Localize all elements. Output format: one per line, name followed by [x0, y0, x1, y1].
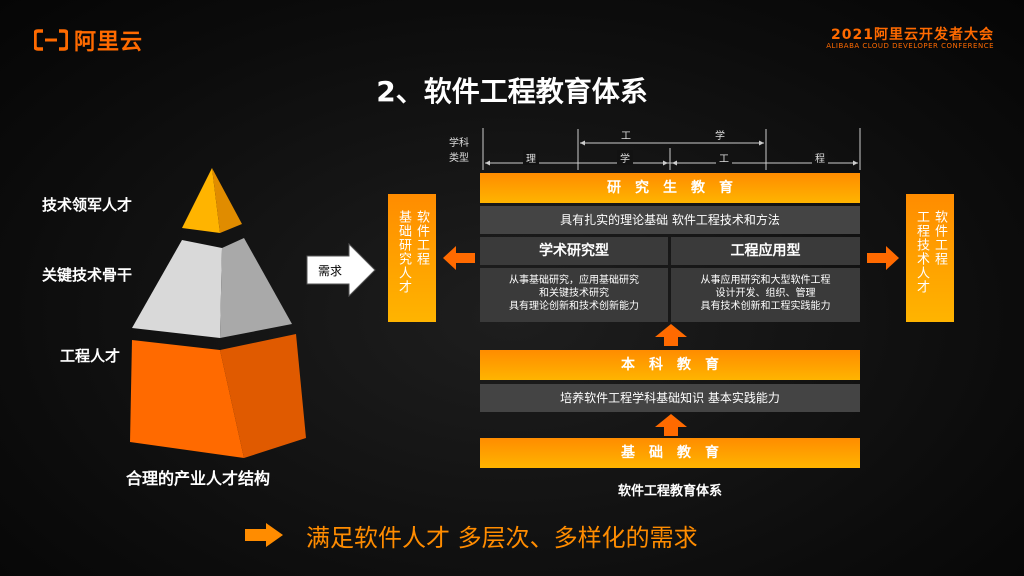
left-box-col2: 软件工程: [414, 210, 428, 322]
undergraduate-education-bar: 本 科 教 育: [480, 350, 860, 380]
applied-desc-line: 设计开发、组织、管理: [671, 287, 860, 300]
pyramid-caption: 合理的产业人才结构: [126, 465, 270, 489]
axis-category-label: 学科 类型: [449, 136, 469, 166]
pyramid-mid-left-face: [132, 240, 222, 338]
basic-research-talent-box: 基础研究人才 软件工程: [388, 194, 436, 322]
up-arrow-icon: [654, 323, 688, 347]
left-arrow-icon: [442, 245, 476, 271]
slide-title: 2、软件工程教育体系: [0, 70, 1024, 110]
academic-desc-line: 从事基础研究，应用基础研究: [480, 274, 668, 287]
engineering-talent-box: 工程技术人才 软件工程: [906, 194, 954, 322]
aliyun-logo-icon: [34, 29, 68, 51]
axis-top-label-2: 学: [715, 127, 725, 142]
conference-subtitle: ALIBABA CLOUD DEVELOPER CONFERENCE: [826, 42, 994, 50]
footer-arrow-icon: [244, 522, 284, 548]
axis-bottom-label-4: 程: [812, 150, 828, 165]
discipline-axis: [480, 126, 865, 172]
academic-desc-line: 和关键技术研究: [480, 287, 668, 300]
footer-statement: 满足软件人才 多层次、多样化的需求: [306, 518, 698, 553]
academic-research-title: 学术研究型: [480, 237, 668, 265]
graduate-subtitle-bar: 具有扎实的理论基础 软件工程技术和方法: [480, 206, 860, 234]
graduate-education-bar: 研 究 生 教 育: [480, 173, 860, 203]
right-box-col1: 工程技术人才: [914, 210, 928, 322]
pyramid-level-2-label: 关键技术骨干: [42, 264, 132, 285]
demand-label: 需求: [318, 262, 342, 279]
academic-research-desc: 从事基础研究，应用基础研究 和关键技术研究 具有理论创新和技术创新能力: [480, 268, 668, 322]
conference-title: 2021阿里云开发者大会: [831, 24, 994, 44]
pyramid-level-3-label: 工程人才: [60, 345, 120, 366]
applied-desc-line: 从事应用研究和大型软件工程: [671, 274, 860, 287]
axis-bottom-label-1: 理: [523, 150, 539, 165]
aliyun-logo: 阿里云: [34, 24, 143, 56]
academic-desc-line: 具有理论创新和技术创新能力: [480, 300, 668, 313]
talent-pyramid: [120, 160, 310, 460]
axis-top-label-1: 工: [621, 127, 631, 142]
right-box-col2: 软件工程: [932, 210, 946, 322]
up-arrow-icon: [654, 413, 688, 437]
axis-bottom-label-2: 学: [617, 150, 633, 165]
right-arrow-icon: [866, 245, 900, 271]
pyramid-level-1-label: 技术领军人才: [42, 194, 132, 215]
undergraduate-subtitle-bar: 培养软件工程学科基础知识 基本实践能力: [480, 384, 860, 412]
axis-category-label-line1: 学科: [449, 136, 469, 151]
pyramid-mid-right-face: [220, 238, 292, 338]
axis-category-label-line2: 类型: [449, 151, 469, 166]
axis-bottom-label-3: 工: [716, 150, 732, 165]
applied-desc-line: 具有技术创新和工程实践能力: [671, 300, 860, 313]
left-box-col1: 基础研究人才: [396, 210, 410, 322]
diagram-caption: 软件工程教育体系: [480, 480, 860, 499]
engineering-application-title: 工程应用型: [671, 237, 860, 265]
engineering-application-desc: 从事应用研究和大型软件工程 设计开发、组织、管理 具有技术创新和工程实践能力: [671, 268, 860, 322]
logo-text: 阿里云: [74, 24, 143, 56]
basic-education-bar: 基 础 教 育: [480, 438, 860, 468]
